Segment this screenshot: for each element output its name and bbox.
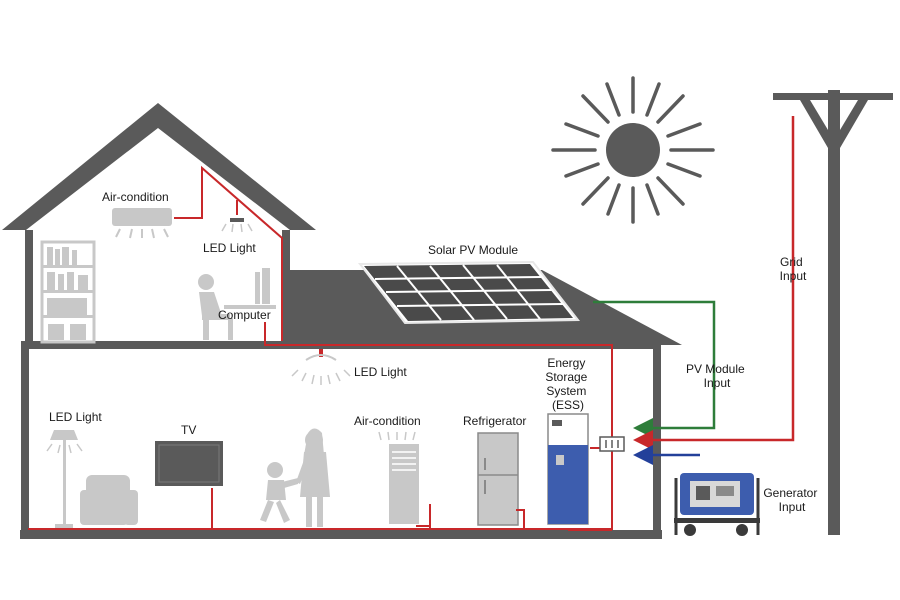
sun-icon — [551, 76, 715, 224]
computer-user-icon — [198, 268, 276, 340]
ceiling-led-light-upper — [221, 218, 253, 233]
refrigerator — [477, 432, 519, 526]
family-figures — [260, 428, 330, 527]
floor-lamp — [46, 430, 83, 528]
label-tv: TV — [181, 423, 196, 437]
label-downstairs-ac: Air-condition — [354, 414, 421, 428]
label-solar-pv: Solar PV Module — [428, 243, 518, 257]
grid-input-line — [633, 116, 795, 450]
label-refrigerator: Refrigerator — [463, 414, 526, 428]
label-pv-input: PV Module Input — [686, 362, 748, 390]
generator-icon — [674, 473, 760, 536]
bookshelf — [40, 240, 96, 344]
distribution-box — [599, 436, 625, 452]
television — [155, 441, 223, 486]
label-downstairs-led-center: LED Light — [354, 365, 407, 379]
utility-pole-icon — [773, 90, 893, 535]
ess-cabinet-icon — [547, 413, 589, 525]
label-ess: Energy Storage System (ESS) — [545, 356, 590, 412]
label-computer: Computer — [218, 308, 271, 322]
label-generator-input: Generator Input — [763, 486, 820, 514]
label-upstairs-ac: Air-condition — [102, 190, 169, 204]
label-grid-input: Grid Input — [780, 255, 807, 283]
label-upstairs-led: LED Light — [203, 241, 256, 255]
ceiling-led-light-lower — [291, 349, 351, 385]
pv-input-line — [593, 300, 716, 438]
label-downstairs-led-left: LED Light — [49, 410, 102, 424]
armchair — [80, 475, 138, 525]
wall-air-conditioner-upper — [112, 208, 172, 239]
solar-pv-panel — [357, 260, 581, 325]
standing-air-conditioner — [378, 431, 419, 524]
